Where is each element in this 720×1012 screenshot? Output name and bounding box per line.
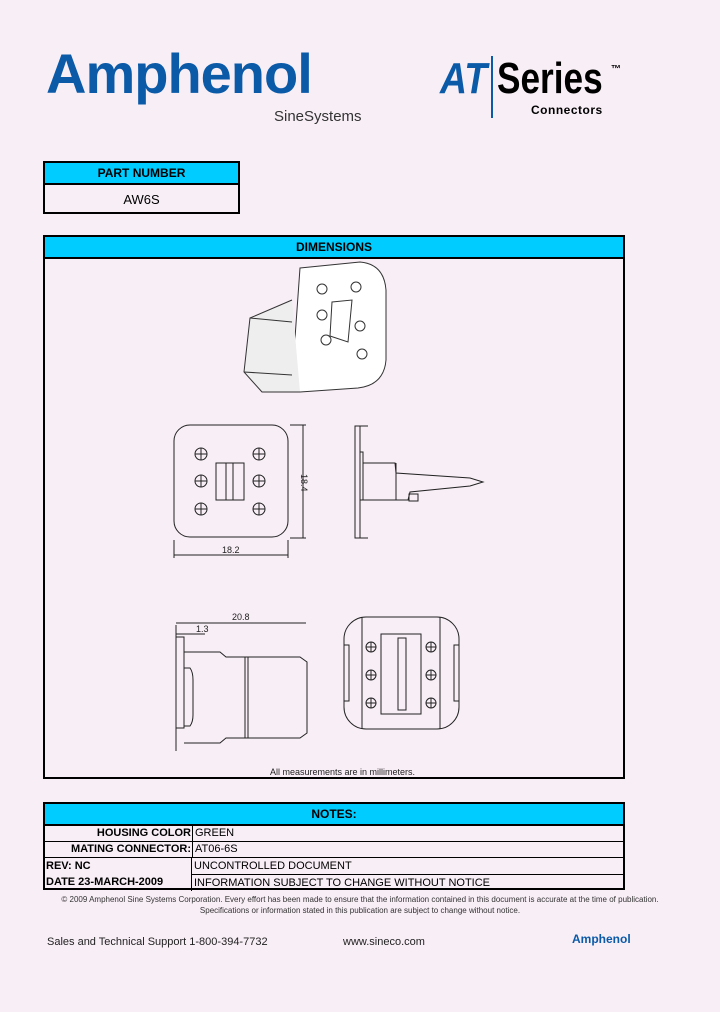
side-view — [354, 425, 485, 539]
notes-box: NOTES: HOUSING COLOR GREEN MATING CONNEC… — [43, 802, 625, 891]
notes-row: HOUSING COLOR GREEN — [45, 826, 623, 842]
website-link[interactable]: www.sineco.com — [343, 936, 425, 948]
dimension-drawings: 18.2 18.4 20.8 1.3 — [173, 261, 485, 777]
notes-row: MATING CONNECTOR: AT06-6S — [45, 842, 623, 858]
top-view: 20.8 1.3 — [175, 612, 308, 751]
revision-block: REV: NC DATE 23-MARCH-2009 UNCONTROLLED … — [45, 858, 623, 891]
dimensions-box: DIMENSIONS 18.2 18.4 — [43, 235, 625, 779]
part-number-box: PART NUMBER AW6S — [43, 161, 240, 214]
front-view: 18.2 18.4 — [173, 424, 309, 558]
part-number-header: PART NUMBER — [45, 163, 238, 185]
rear-view — [343, 616, 460, 730]
length-dimension: 20.8 — [232, 612, 250, 622]
copyright-line-2: Specifications or information stated in … — [199, 906, 521, 915]
series-logo: Series — [497, 54, 603, 103]
flange-dimension: 1.3 — [196, 624, 209, 634]
mating-connector-value: AT06-6S — [195, 843, 238, 855]
sinesystems-logo: SineSystems — [274, 108, 362, 125]
isometric-view — [243, 261, 387, 393]
mating-connector-label: MATING CONNECTOR: — [45, 842, 193, 857]
revision: REV: NC — [46, 860, 91, 872]
part-number-value: AW6S — [123, 192, 160, 207]
logo-divider — [491, 56, 493, 118]
at-logo: AT — [440, 54, 488, 103]
connectors-logo-text: Connectors — [531, 103, 603, 117]
amphenol-logo: Amphenol — [46, 42, 313, 105]
height-dimension: 18.4 — [299, 474, 309, 492]
housing-color-label: HOUSING COLOR — [45, 826, 193, 841]
status-uncontrolled: UNCONTROLLED DOCUMENT — [192, 858, 623, 875]
footer-logo: Amphenol — [572, 932, 631, 946]
notes-header: NOTES: — [45, 804, 623, 826]
dimensions-header: DIMENSIONS — [45, 237, 623, 259]
trademark: ™ — [611, 64, 621, 75]
date: DATE 23-MARCH-2009 — [46, 876, 164, 888]
status-change-notice: INFORMATION SUBJECT TO CHANGE WITHOUT NO… — [194, 877, 490, 889]
support-phone: Sales and Technical Support 1-800-394-77… — [47, 936, 268, 948]
units-note: All measurements are in millimeters. — [270, 767, 415, 777]
width-dimension: 18.2 — [222, 545, 240, 555]
copyright-line-1: © 2009 Amphenol Sine Systems Corporation… — [61, 895, 659, 904]
housing-color-value: GREEN — [195, 827, 235, 839]
